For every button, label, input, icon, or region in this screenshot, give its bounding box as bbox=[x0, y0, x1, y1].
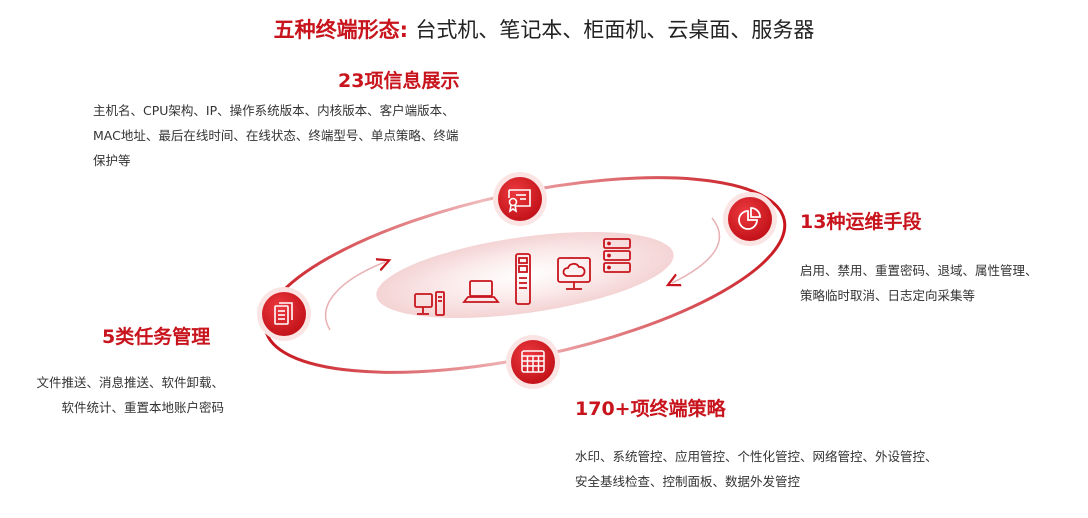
policy-line: 水印、系统管控、应用管控、个性化管控、网络管控、外设管控、 bbox=[575, 449, 938, 464]
ops-line: 启用、禁用、重置密码、退域、属性管理、 bbox=[800, 263, 1038, 278]
tasks-node bbox=[257, 287, 311, 341]
tasks-heading: 5类任务管理 bbox=[102, 326, 211, 348]
info-node bbox=[493, 172, 547, 226]
central-halo bbox=[376, 231, 674, 319]
ops-description: 启用、禁用、重置密码、退域、属性管理、 策略临时取消、日志定向采集等 bbox=[800, 258, 1080, 308]
documents-icon bbox=[274, 302, 293, 325]
info-line: 保护等 bbox=[93, 153, 131, 168]
top-title: 五种终端形态: 台式机、笔记本、柜面机、云桌面、服务器 bbox=[0, 14, 1088, 44]
policy-description: 水印、系统管控、应用管控、个性化管控、网络管控、外设管控、 安全基线检查、控制面… bbox=[575, 444, 1055, 494]
calendar-grid-icon bbox=[521, 350, 545, 373]
ops-line: 策略临时取消、日志定向采集等 bbox=[800, 288, 976, 303]
policy-line: 安全基线检查、控制面板、数据外发管控 bbox=[575, 474, 801, 489]
info-heading: 23项信息展示 bbox=[338, 70, 460, 92]
tasks-line: 软件统计、重置本地账户密码 bbox=[61, 400, 224, 415]
kiosk-icon bbox=[515, 253, 531, 305]
flow-arrow-left bbox=[324, 262, 385, 331]
title-rest: 台式机、笔记本、柜面机、云桌面、服务器 bbox=[415, 18, 815, 42]
cloud-desktop-icon bbox=[557, 257, 591, 290]
tasks-line: 文件推送、消息推送、软件卸载、 bbox=[36, 375, 224, 390]
policy-node bbox=[506, 335, 560, 389]
title-lead: 五种终端形态: bbox=[273, 18, 409, 42]
info-line: MAC地址、最后在线时间、在线状态、终端型号、单点策略、终端 bbox=[93, 128, 459, 143]
laptop-icon bbox=[462, 280, 500, 303]
pie-chart-icon bbox=[738, 207, 761, 230]
ops-node bbox=[723, 192, 777, 246]
ops-heading: 13种运维手段 bbox=[800, 211, 922, 233]
policy-heading: 170+项终端策略 bbox=[575, 398, 726, 420]
flow-arrow-right bbox=[672, 217, 721, 283]
certificate-icon bbox=[508, 189, 531, 213]
desktop-icon bbox=[414, 291, 445, 316]
info-line: 主机名、CPU架构、IP、操作系统版本、内核版本、客户端版本、 bbox=[93, 103, 455, 118]
server-icon bbox=[603, 238, 631, 273]
info-description: 主机名、CPU架构、IP、操作系统版本、内核版本、客户端版本、 MAC地址、最后… bbox=[93, 98, 553, 173]
tasks-description: 文件推送、消息推送、软件卸载、 软件统计、重置本地账户密码 bbox=[0, 370, 224, 420]
